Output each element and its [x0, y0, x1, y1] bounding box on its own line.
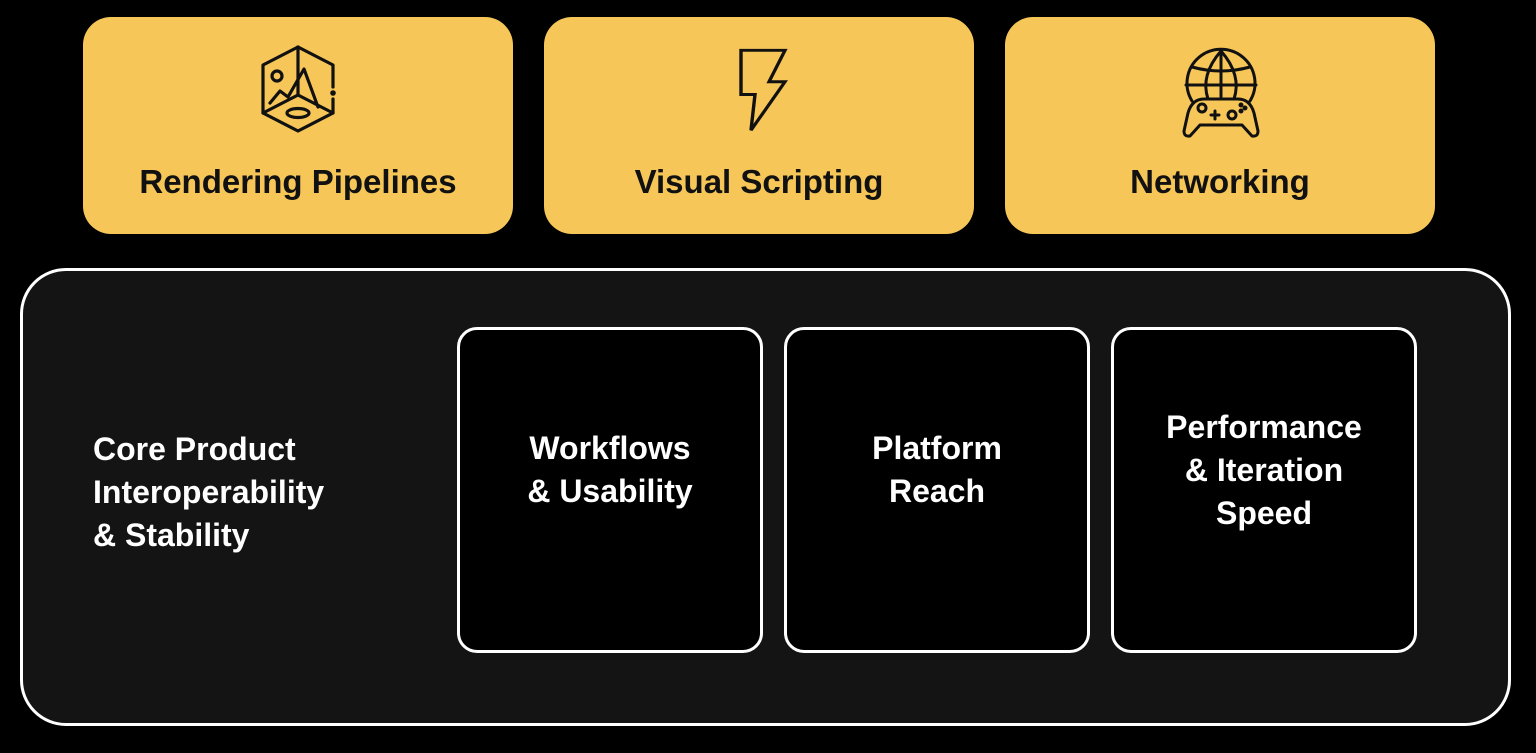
pillar-label-line: Reach [888, 473, 986, 509]
pillar-workflows-usability: Workflows & Usability [457, 327, 763, 653]
lightning-bolt-icon [709, 39, 809, 139]
pillar-label-line: Workflows [529, 430, 691, 466]
pillar-label: Platform Reach [872, 427, 1002, 513]
card-networking: Networking [1005, 17, 1435, 234]
card-visual-scripting: Visual Scripting [544, 17, 974, 234]
core-label-line: & Stability [93, 517, 250, 553]
pillar-label-line: Performance [1166, 408, 1362, 445]
core-label-line: Core Product [93, 431, 296, 467]
pillar-label: Performance & Iteration Speed [1166, 406, 1362, 535]
core-product-label: Core Product Interoperability & Stabilit… [93, 428, 324, 557]
pillar-label: Workflows & Usability [527, 427, 692, 513]
pillar-performance-iteration-speed: Performance & Iteration Speed [1111, 327, 1417, 653]
card-rendering-pipelines: Rendering Pipelines [83, 17, 513, 234]
pillar-label-line: Platform [872, 430, 1002, 466]
core-label-line: Interoperability [93, 474, 325, 510]
card-label: Rendering Pipelines [139, 163, 457, 200]
pillar-label-line: Speed [1215, 494, 1312, 531]
pillar-label-line: & Iteration [1184, 451, 1344, 488]
card-label: Networking [1130, 163, 1310, 200]
globe-gamepad-icon [1170, 39, 1270, 139]
3d-cube-scene-icon [248, 39, 348, 139]
pillar-label-line: & Usability [527, 473, 693, 509]
pillar-platform-reach: Platform Reach [784, 327, 1090, 653]
core-product-container: Core Product Interoperability & Stabilit… [20, 268, 1511, 726]
card-label: Visual Scripting [634, 163, 884, 200]
